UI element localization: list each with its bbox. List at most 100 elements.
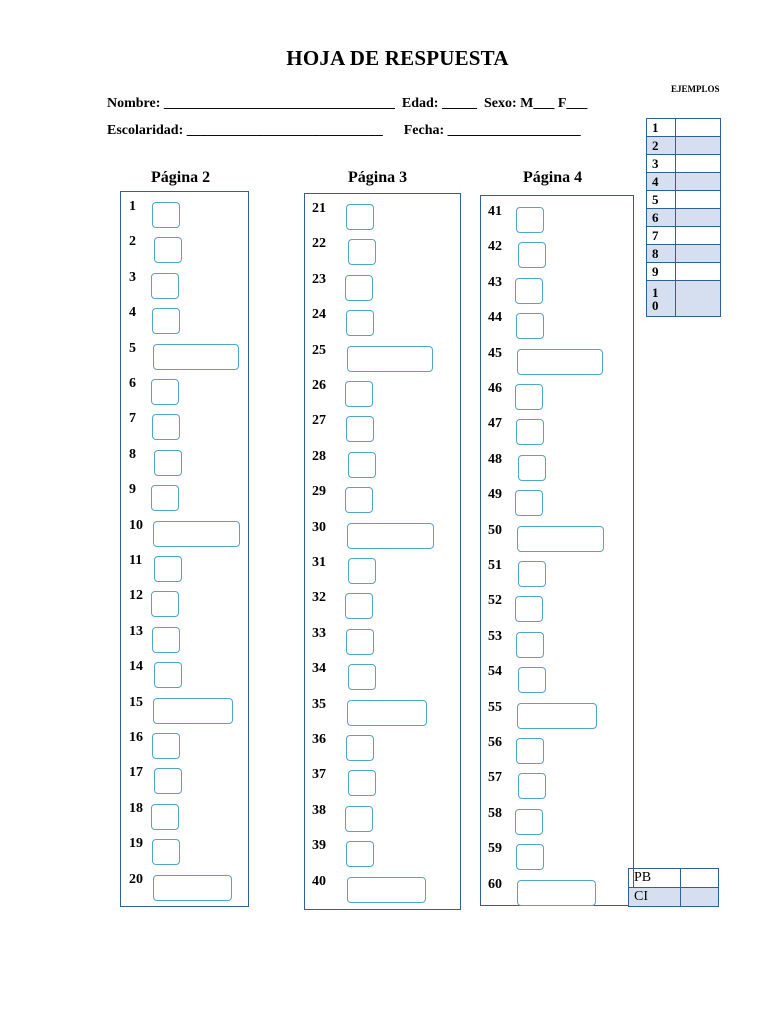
example-row: 5 xyxy=(646,190,721,209)
answer-box[interactable] xyxy=(348,558,376,584)
answer-box[interactable] xyxy=(154,237,182,263)
question-number: 53 xyxy=(488,629,502,644)
example-row: 7 xyxy=(646,226,721,245)
example-answer-cell[interactable] xyxy=(675,154,721,173)
example-answer-cell[interactable] xyxy=(675,190,721,209)
answer-box[interactable] xyxy=(348,452,376,478)
example-answer-cell[interactable] xyxy=(675,118,721,137)
answer-box[interactable] xyxy=(346,735,374,761)
example-answer-cell[interactable] xyxy=(675,262,721,281)
question-number: 44 xyxy=(488,310,502,325)
score-value-cell[interactable] xyxy=(680,887,719,907)
answer-box[interactable] xyxy=(518,667,546,693)
example-number: 8 xyxy=(646,244,676,263)
answer-box[interactable] xyxy=(515,490,543,516)
answer-box[interactable] xyxy=(152,414,180,440)
answer-box[interactable] xyxy=(516,738,544,764)
answer-box[interactable] xyxy=(345,806,373,832)
answer-box[interactable] xyxy=(518,242,546,268)
question-number: 29 xyxy=(312,484,326,499)
answer-box[interactable] xyxy=(516,419,544,445)
answer-box-wide[interactable] xyxy=(517,880,596,906)
example-answer-cell[interactable] xyxy=(675,244,721,263)
answer-box[interactable] xyxy=(346,310,374,336)
answer-box[interactable] xyxy=(152,839,180,865)
example-answer-cell[interactable] xyxy=(675,136,721,155)
answer-box[interactable] xyxy=(151,273,179,299)
answer-column-frame xyxy=(120,191,249,907)
answer-box[interactable] xyxy=(152,733,180,759)
example-row: 4 xyxy=(646,172,721,191)
question-number: 51 xyxy=(488,558,502,573)
answer-box-wide[interactable] xyxy=(153,698,233,724)
example-number: 2 xyxy=(646,136,676,155)
answer-box[interactable] xyxy=(348,239,376,265)
answer-box[interactable] xyxy=(345,593,373,619)
answer-box-wide[interactable] xyxy=(153,344,239,370)
answer-box[interactable] xyxy=(518,561,546,587)
answer-box-wide[interactable] xyxy=(517,703,597,729)
question-number: 41 xyxy=(488,204,502,219)
answer-box[interactable] xyxy=(346,204,374,230)
answer-box-wide[interactable] xyxy=(347,877,426,903)
answer-box-wide[interactable] xyxy=(347,523,434,549)
answer-box[interactable] xyxy=(515,278,543,304)
answer-box[interactable] xyxy=(345,381,373,407)
answer-box[interactable] xyxy=(152,308,180,334)
score-value-cell[interactable] xyxy=(680,868,719,888)
answer-box[interactable] xyxy=(345,487,373,513)
example-answer-cell[interactable] xyxy=(675,280,721,317)
question-number: 60 xyxy=(488,877,502,892)
answer-box[interactable] xyxy=(518,455,546,481)
question-number: 4 xyxy=(129,305,136,320)
question-number: 10 xyxy=(129,518,143,533)
answer-box[interactable] xyxy=(516,207,544,233)
answer-box[interactable] xyxy=(515,384,543,410)
answer-box-wide[interactable] xyxy=(517,526,604,552)
answer-box[interactable] xyxy=(154,768,182,794)
answer-box[interactable] xyxy=(151,379,179,405)
score-row: CI xyxy=(628,887,719,907)
answer-box[interactable] xyxy=(154,662,182,688)
question-number: 8 xyxy=(129,447,136,462)
answer-box[interactable] xyxy=(346,416,374,442)
schooling-date-line[interactable]: Escolaridad: ___________________________… xyxy=(107,123,581,138)
question-number: 27 xyxy=(312,413,326,428)
answer-box-wide[interactable] xyxy=(153,521,240,547)
answer-box[interactable] xyxy=(515,596,543,622)
question-number: 49 xyxy=(488,487,502,502)
answer-box-wide[interactable] xyxy=(153,875,232,901)
question-number: 28 xyxy=(312,449,326,464)
example-answer-cell[interactable] xyxy=(675,226,721,245)
answer-box[interactable] xyxy=(345,275,373,301)
question-number: 16 xyxy=(129,730,143,745)
question-number: 58 xyxy=(488,806,502,821)
answer-box[interactable] xyxy=(346,841,374,867)
answer-box[interactable] xyxy=(151,804,179,830)
answer-box[interactable] xyxy=(154,556,182,582)
answer-box[interactable] xyxy=(151,485,179,511)
answer-box[interactable] xyxy=(348,664,376,690)
answer-box-wide[interactable] xyxy=(347,700,427,726)
example-answer-cell[interactable] xyxy=(675,172,721,191)
answer-box[interactable] xyxy=(152,627,180,653)
answer-box[interactable] xyxy=(516,313,544,339)
example-number: 5 xyxy=(646,190,676,209)
answer-box[interactable] xyxy=(518,773,546,799)
answer-box[interactable] xyxy=(152,202,180,228)
answer-box-wide[interactable] xyxy=(347,346,433,372)
answer-box[interactable] xyxy=(151,591,179,617)
name-age-sex-line[interactable]: Nombre: ________________________________… xyxy=(107,96,588,111)
score-label: CI xyxy=(628,887,681,907)
question-number: 59 xyxy=(488,841,502,856)
answer-box[interactable] xyxy=(154,450,182,476)
answer-box[interactable] xyxy=(516,844,544,870)
answer-box[interactable] xyxy=(515,809,543,835)
example-answer-cell[interactable] xyxy=(675,208,721,227)
answer-box[interactable] xyxy=(346,629,374,655)
answer-box[interactable] xyxy=(348,770,376,796)
answer-box[interactable] xyxy=(516,632,544,658)
question-number: 37 xyxy=(312,767,326,782)
answer-box-wide[interactable] xyxy=(517,349,603,375)
